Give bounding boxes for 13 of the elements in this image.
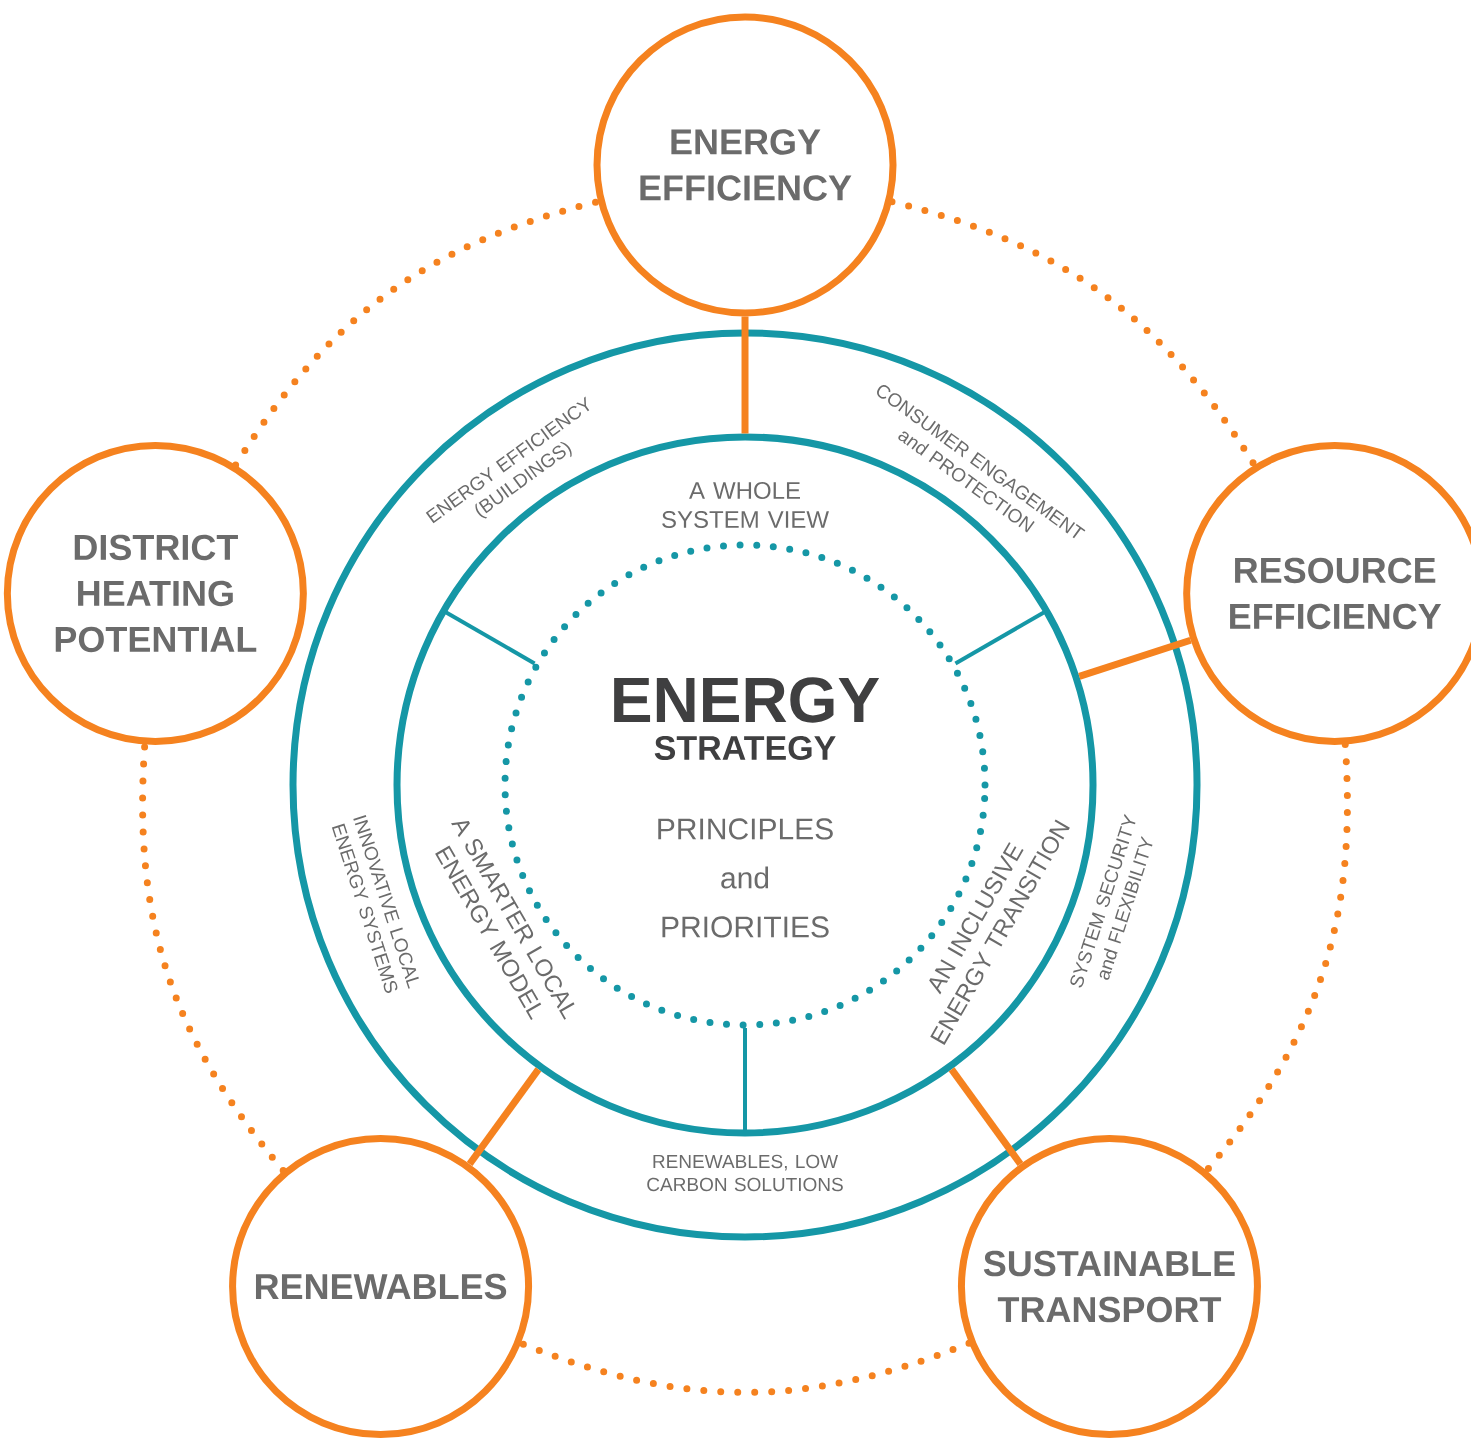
connector-line <box>948 1067 1024 1167</box>
connector-line <box>466 1067 542 1167</box>
dotted-arc <box>1203 741 1351 1174</box>
dotted-arc <box>232 198 602 469</box>
center-text: PRINCIPLES and PRIORITIES <box>658 818 833 938</box>
dotted-arc <box>139 741 287 1174</box>
dotted-arc <box>517 1339 973 1396</box>
band-label: RENEWABLES, LOW CARBON SOLUTIONS <box>647 1154 843 1192</box>
connector-line <box>1078 636 1192 680</box>
band-label: A WHOLE SYSTEM VIEW <box>662 482 829 528</box>
subtitle: STRATEGY <box>654 735 836 760</box>
title: ENERGY <box>614 677 880 723</box>
dotted-arc <box>888 198 1258 469</box>
